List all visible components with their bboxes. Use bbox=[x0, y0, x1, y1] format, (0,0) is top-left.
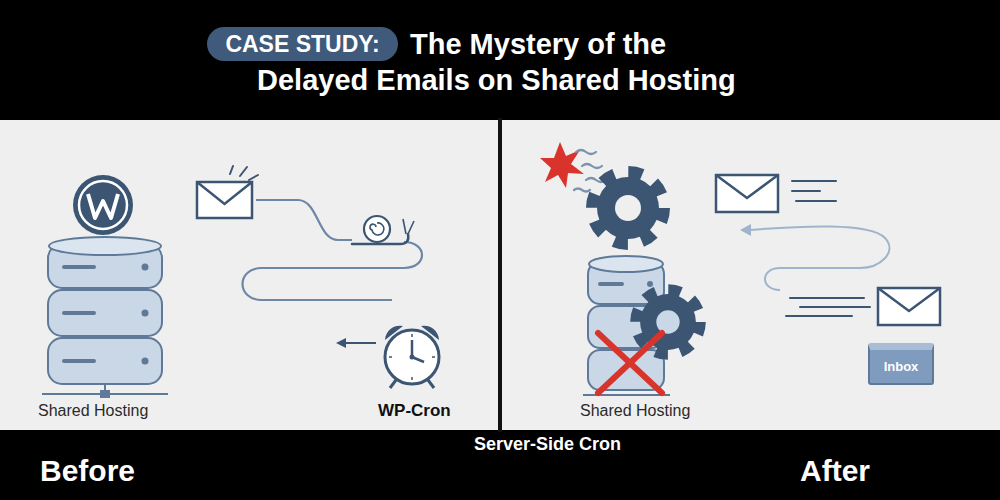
case-study-badge: CASE STUDY: bbox=[207, 27, 398, 61]
server-label: Shared Hosting bbox=[38, 402, 148, 420]
inbox-tray: Inbox bbox=[868, 343, 934, 385]
badge-text: CASE STUDY: bbox=[225, 31, 379, 58]
panel-caption: After bbox=[800, 454, 870, 488]
cron-label: WP-Cron bbox=[378, 401, 451, 421]
method-label: Server-Side Cron bbox=[474, 434, 621, 455]
inbox-label: Inbox bbox=[884, 359, 919, 374]
panel-caption: Before bbox=[40, 454, 135, 488]
server-label: Shared Hosting bbox=[580, 402, 690, 420]
